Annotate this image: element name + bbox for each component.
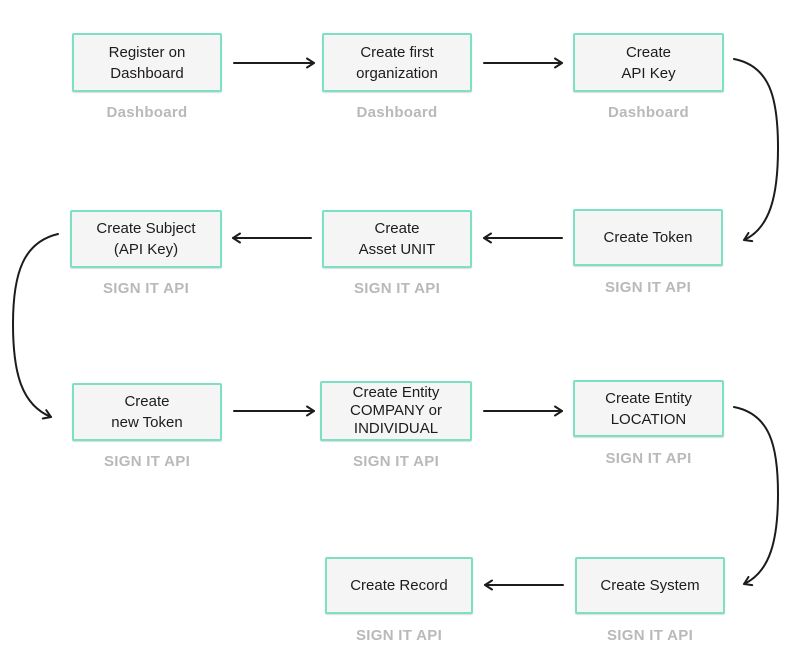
- node-label: Create Entity COMPANY or INDIVIDUAL: [350, 384, 442, 437]
- node-category-label: SIGN IT API: [355, 627, 443, 644]
- node-category-label: SIGN IT API: [353, 280, 441, 297]
- node-create-first-organization: Create first organization: [322, 33, 472, 92]
- node-register-on-dashboard: Register on Dashboard: [72, 33, 222, 92]
- node-category-label: SIGN IT API: [103, 453, 191, 470]
- node-label: Create Record: [350, 577, 448, 594]
- node-category-label: Dashboard: [106, 104, 188, 121]
- node-label: Create first organization: [356, 43, 438, 82]
- node-label: Create Subject (API Key): [96, 220, 196, 258]
- node-create-subject-api-key: Create Subject (API Key): [70, 210, 222, 268]
- node-label: Register on Dashboard: [108, 43, 186, 82]
- node-create-api-key: Create API Key: [573, 33, 724, 92]
- node-create-token: Create Token: [573, 209, 723, 266]
- node-create-entity-company-or-individual: Create Entity COMPANY or INDIVIDUAL: [320, 381, 472, 441]
- arrow-location-to-system: [733, 406, 780, 587]
- node-label: Create Asset UNIT: [358, 220, 436, 258]
- node-label: Create API Key: [621, 43, 676, 82]
- node-category-label: SIGN IT API: [604, 279, 692, 296]
- arrow-api-key-to-token: [733, 58, 780, 243]
- node-label: Create System: [600, 577, 700, 594]
- node-create-record: Create Record: [325, 557, 473, 614]
- node-label: Create Entity LOCATION: [605, 389, 692, 428]
- node-category-label: SIGN IT API: [605, 450, 692, 467]
- node-label: Create new Token: [111, 393, 183, 431]
- node-category-label: Dashboard: [607, 104, 690, 121]
- node-label: Create Token: [603, 229, 693, 246]
- node-category-label: SIGN IT API: [352, 453, 440, 470]
- node-create-new-token: Create new Token: [72, 383, 222, 441]
- arrow-subject-to-new-token: [11, 233, 59, 420]
- node-create-asset-unit: Create Asset UNIT: [322, 210, 472, 268]
- node-create-system: Create System: [575, 557, 725, 614]
- node-category-label: SIGN IT API: [102, 280, 190, 297]
- node-category-label: Dashboard: [356, 104, 438, 121]
- node-category-label: SIGN IT API: [606, 627, 694, 644]
- node-create-entity-location: Create Entity LOCATION: [573, 380, 724, 437]
